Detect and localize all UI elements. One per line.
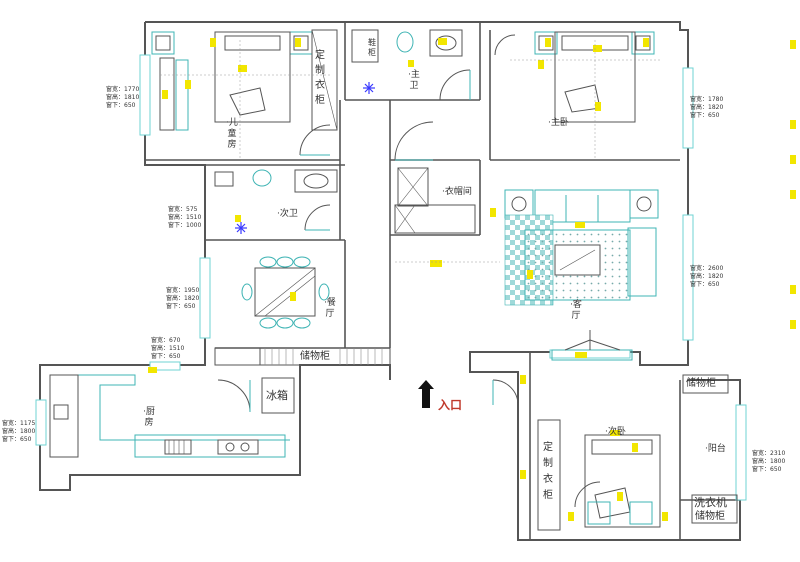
entrance-arrow-icon [418,380,434,408]
wardrobe-room [394,121,476,234]
second-bedroom [492,374,738,531]
wardrobe-label-kids: 定制衣柜 [315,50,325,106]
room-label-living: ·客厅 [570,300,582,321]
room-label-master-bedroom: ·主卧 [548,118,569,128]
wardrobe-label-second: 定制衣柜 [543,442,553,501]
room-label-master-bath: ·主卫 [408,70,420,91]
living-room [504,189,659,361]
storage-label-laundry: 储物柜 [695,511,725,522]
storage-label-dining: 储物柜 [300,351,330,362]
second-bath [214,169,338,234]
windows [35,54,747,501]
kitchen [49,374,295,458]
washer-label: 洗衣机 [694,496,727,509]
storage-label-balcony: 储物柜 [686,378,716,389]
interior-walls [145,22,740,540]
master-bedroom [494,31,655,123]
socket-markers [148,38,796,521]
entrance-label: 入口 [438,398,463,412]
fridge-label: 冰箱 [266,389,288,402]
room-label-balcony: ·阳台 [705,444,726,454]
dining-table [214,256,391,366]
room-label-second-bath: ·次卫 [277,209,298,219]
room-label-second-bedroom: ·次卧 [605,427,626,437]
room-label-kids: ·儿童房 [226,118,238,150]
room-label-dining: ·餐厅 [324,298,336,319]
master-bath [351,29,471,101]
shoe-cabinet-label: 鞋柜 [368,38,376,57]
room-label-kitchen: ·厨房 [143,407,155,428]
dimension-lines [160,40,660,263]
kids-room [151,29,338,156]
room-label-wardrobe-room: ·衣帽间 [442,187,472,197]
